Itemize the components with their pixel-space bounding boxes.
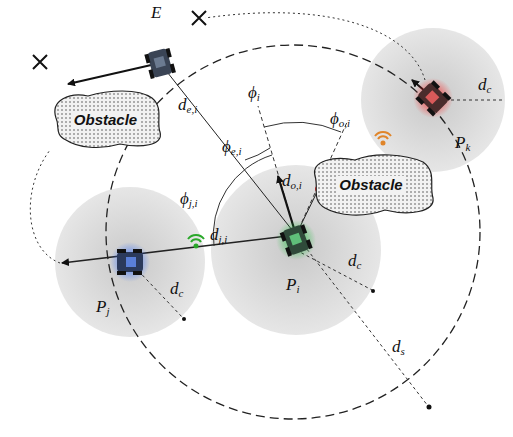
math-label: dc [170, 280, 183, 299]
safety-disk [55, 187, 205, 337]
angle-arc [213, 155, 272, 246]
obstacle-region: Obstacle [48, 88, 163, 150]
math-label: ds [392, 338, 405, 357]
heading-line [258, 106, 296, 235]
robot-icon [117, 249, 143, 275]
math-label: Pi [286, 276, 299, 295]
trajectory [205, 13, 425, 80]
robot-icon [279, 223, 312, 256]
obstacle-region: Obstacle [305, 150, 437, 218]
robot-icon [144, 47, 176, 79]
math-label: de,i [178, 96, 197, 115]
obstacle-label: Obstacle [72, 111, 139, 128]
wifi-icon [188, 235, 204, 248]
math-label: ϕj,i [180, 190, 198, 209]
math-label: ϕo,i [330, 110, 350, 129]
safety-disk [361, 28, 505, 172]
sensing-circle [106, 45, 480, 419]
robot-icon [415, 80, 452, 117]
radius-line [296, 235, 428, 406]
distance-line [160, 63, 296, 235]
math-label: dc [478, 76, 491, 95]
wifi-icon [375, 132, 391, 145]
math-label: Pk [455, 134, 470, 153]
math-label: ϕi [248, 84, 260, 103]
goal-cross [33, 55, 47, 69]
angle-arc [264, 122, 341, 132]
heading-arrow [68, 63, 160, 84]
angle-arc [245, 148, 270, 160]
math-label: ϕe,i [222, 138, 242, 157]
math-label: do,i [282, 172, 302, 191]
math-label: Pj [96, 298, 109, 317]
trajectory [30, 150, 60, 263]
distance-line [62, 235, 296, 263]
math-label: dc [348, 252, 361, 271]
math-label: dj,i [210, 226, 227, 245]
math-label: E [151, 4, 161, 21]
goal-cross [192, 11, 206, 25]
obstacle-label: Obstacle [337, 176, 404, 193]
